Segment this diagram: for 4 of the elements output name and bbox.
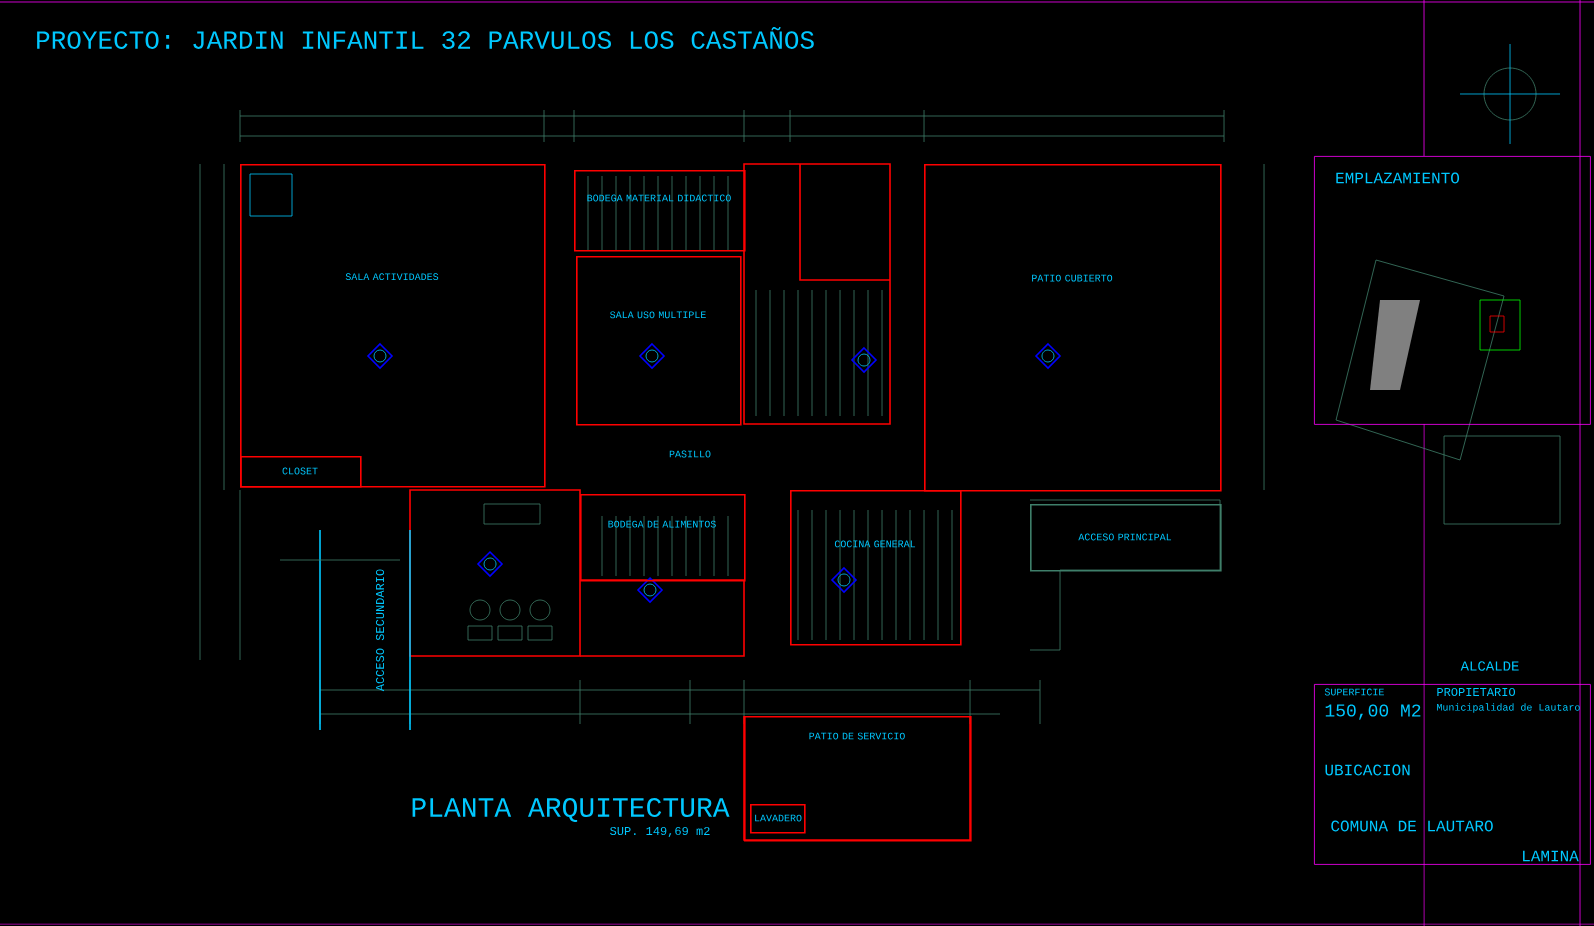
drawing-title: PLANTA ARQUITECTURA [412, 798, 730, 823]
site-plan-panel: EMPLAZAMIENTO [1314, 156, 1591, 425]
title: PROYECTO: JARDIN INFANTIL 32 PARVULOS LOS CASTAÑOS [37, 27, 814, 49]
sheet-label: LAMINA [1523, 850, 1579, 862]
